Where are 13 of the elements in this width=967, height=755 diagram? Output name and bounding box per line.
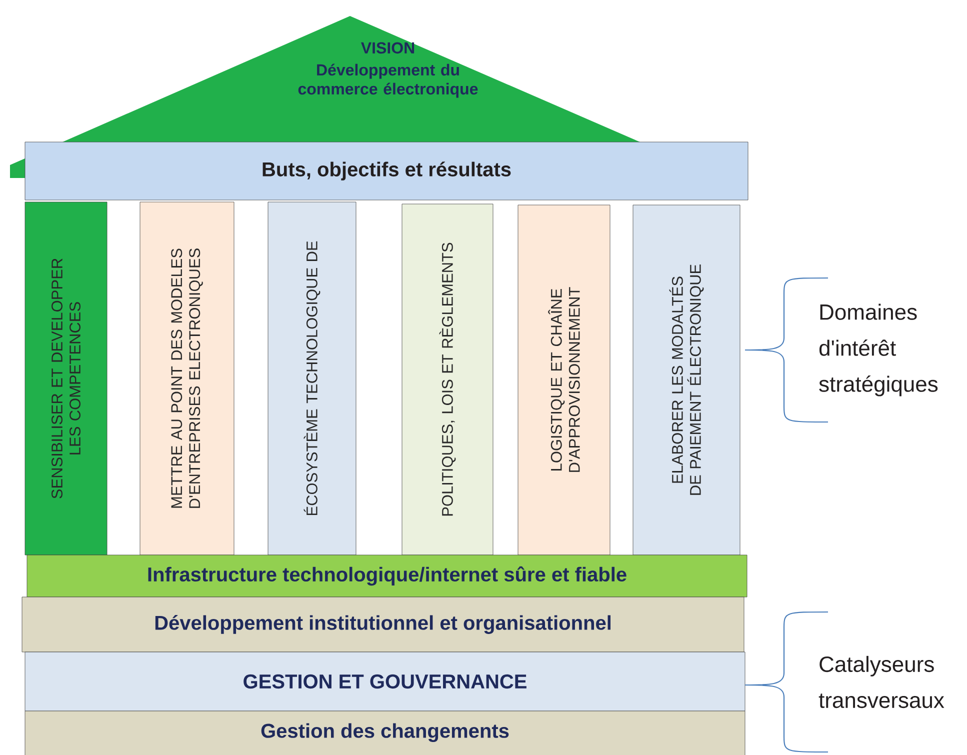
pillar-box: LOGISTIQUE ET CHAÎNE D'APPROVISIONNEMENT (518, 204, 610, 556)
bracket-label: Catalyseurs transversaux (818, 656, 944, 708)
pillar-box: POLITIQUES, LOIS ET RÈGLEMENTS (402, 204, 494, 556)
pillar-box: METTRE AU POINT DES MODELES D'ENTREPRISES ELECTRONIQUES (140, 202, 234, 556)
layer-band: Développement institutionnel et organisationnel (22, 596, 744, 652)
layer-band: Infrastructure technologique/internet sûre et fiable (26, 554, 748, 598)
pillar-box: ÉCOSYSTÈME TECHNOLOGIQUE DE (268, 202, 356, 556)
pillar-box: ELABORER LES MODALTÉS DE PAIEMENT ÉLECTRONIQUE (632, 204, 740, 556)
pillar-box: SENSIBILISER ET DEVELOPPER LES COMPETENCES (24, 202, 108, 556)
bracket-label: Domaines d'intérêt stratégiques (819, 304, 938, 396)
layer-band: Gestion des changements (24, 710, 746, 755)
layer-band: GESTION ET GOUVERNANCE (24, 652, 746, 712)
layer-band: Buts, objectifs et résultats (24, 142, 748, 200)
